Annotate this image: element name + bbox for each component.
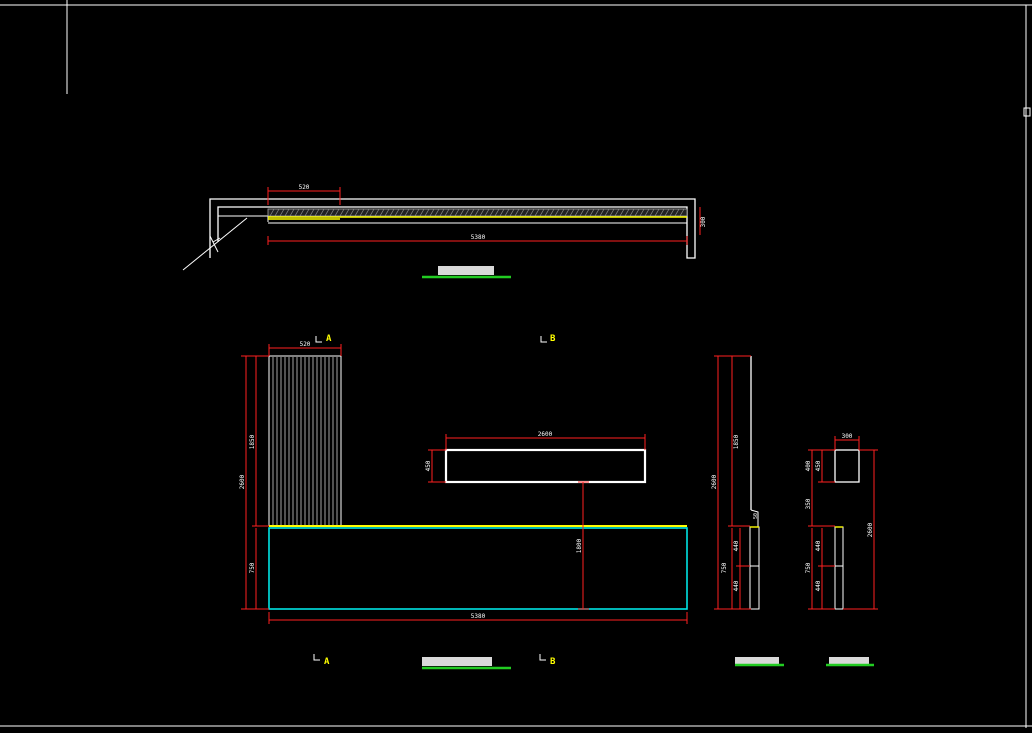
sec-b-dim-d2: 440 [815,580,822,591]
section-a-view [714,355,784,667]
elev-dim-lower: 750 [249,562,256,573]
elev-dim-total-height: 2600 [239,474,246,489]
section-marker-a-bottom[interactable]: A [324,657,330,667]
section-marker-b-bottom[interactable]: B [550,657,556,667]
sec-b-dim-total: 2600 [867,522,874,537]
corner-marker [1023,107,1031,117]
section-b-view [808,436,878,667]
plan-dim-length: 5380 [471,234,486,241]
section-marker-b-top[interactable]: B [550,334,556,344]
elev-dim-shelf-height: 450 [425,460,432,471]
elev-dim-panel-width: 520 [300,341,311,348]
sec-b-dim-lower: 750 [805,562,812,573]
sec-a-dim-d1: 440 [733,540,740,551]
sec-b-dim-mid: 350 [805,498,812,509]
plan-dim-depth: 300 [700,216,707,227]
elevation-view [241,336,688,670]
plan-view [182,187,701,271]
elev-dim-shelf-width: 2600 [538,431,553,438]
sec-a-dim-lower: 750 [721,562,728,573]
sec-b-dim-top: 400 [805,460,812,471]
sec-a-dim-d2: 440 [733,580,740,591]
elev-dim-center: 1800 [576,538,583,553]
sec-a-dim-total: 2600 [711,474,718,489]
plan-dim-top: 520 [299,184,310,191]
sec-a-dim-upper: 1850 [733,434,740,449]
sec-b-dim-d1: 440 [815,540,822,551]
elev-dim-length: 5380 [471,613,486,620]
plan-title [422,266,511,279]
sec-b-dim-top2: 450 [815,460,822,471]
sec-b-dim-width: 300 [842,433,853,440]
section-marker-a-top[interactable]: A [326,334,332,344]
sec-a-dim-small: 50 [753,513,759,519]
elev-dim-upper: 1850 [249,434,256,449]
